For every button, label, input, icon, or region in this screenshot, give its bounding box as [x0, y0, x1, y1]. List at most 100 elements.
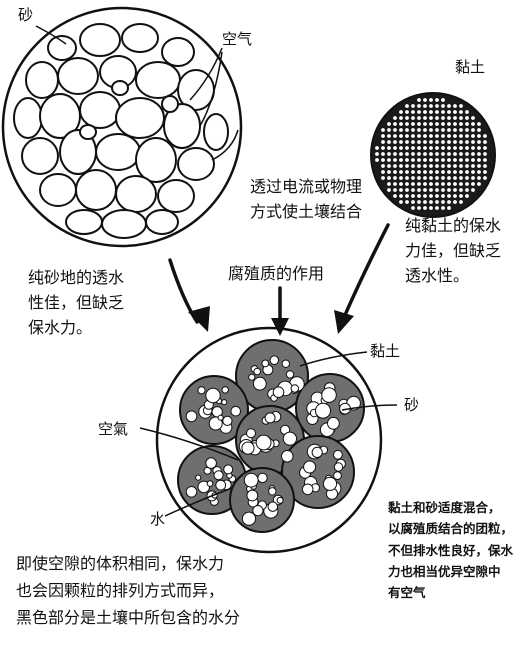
clay-particle [441, 170, 445, 174]
clay-particle [417, 158, 421, 162]
clay-particle [453, 104, 457, 108]
clay-particle [441, 206, 445, 210]
clay-particle [411, 170, 415, 174]
clay-particle [453, 134, 457, 138]
sand-soil-circle [1, 6, 243, 248]
aggregate-pore [205, 387, 221, 404]
text-line: 不但排水性良好，保水 [388, 542, 514, 558]
clay-particle [399, 194, 403, 198]
sand-grain [25, 61, 59, 99]
clay-particle [393, 152, 397, 156]
clay-particle [387, 188, 391, 192]
aggregate-pore [301, 483, 314, 496]
pointer-clay-bottom [299, 351, 368, 367]
clay-particle [399, 152, 403, 156]
clay-particle [423, 158, 427, 162]
clay-particle [429, 182, 433, 186]
clay-particle [429, 140, 433, 144]
clay-particle [387, 176, 391, 180]
clay-particle [423, 122, 427, 126]
clay-particle [435, 182, 439, 186]
clay-particle [423, 110, 427, 114]
clay-particle [441, 122, 445, 126]
clay-particle [399, 164, 403, 168]
clay-particle [423, 104, 427, 108]
clay-particle [411, 206, 415, 210]
clay-particle [399, 176, 403, 180]
clay-particle [465, 176, 469, 180]
clay-particle [435, 140, 439, 144]
clay-particle [399, 128, 403, 132]
clay-particle [423, 128, 427, 132]
clay-particle [459, 152, 463, 156]
clay-particle [429, 200, 433, 204]
clay-particle [441, 110, 445, 114]
clay-particle [453, 116, 457, 120]
text-line: 以腐殖质结合的团粒， [388, 521, 514, 537]
aggregate-pore [197, 480, 211, 494]
sand-grain [79, 124, 97, 140]
clay-particle [405, 188, 409, 192]
aggregate-pore [282, 431, 297, 446]
clay-particle [405, 110, 409, 114]
clay-particle [393, 182, 397, 186]
aggregate-pore [285, 370, 295, 379]
clay-particle [447, 200, 451, 204]
clay-particle [447, 158, 451, 162]
clay-particle [429, 158, 433, 162]
clay-particle [453, 182, 457, 186]
clay-particle [441, 128, 445, 132]
clay-particle [423, 170, 427, 174]
clay-particle [405, 200, 409, 204]
clay-particle [393, 146, 397, 150]
clay-particle [405, 116, 409, 120]
arrow-from-clay [340, 223, 390, 324]
clay-particle [435, 194, 439, 198]
clay-particle [453, 200, 457, 204]
clay-particle [417, 182, 421, 186]
clay-particle [417, 164, 421, 168]
clay-particle [381, 176, 385, 180]
clay-particle [429, 170, 433, 174]
clay-particle [405, 122, 409, 126]
clay-particle [405, 146, 409, 150]
clay-particle [441, 176, 445, 180]
clay-particle [417, 110, 421, 114]
clay-particle [417, 146, 421, 150]
clay-particle [405, 170, 409, 174]
clay-particle [411, 152, 415, 156]
clay-particle [417, 122, 421, 126]
label-clay-bottom: 黏土 [370, 342, 401, 360]
text-bottom-description: 即使空隙的体积相同，保水力 也会因颗粒的排列方式而异， 黑色部分是土壤中所包含的… [16, 550, 240, 632]
clay-particle [483, 146, 487, 150]
clay-particle [399, 170, 403, 174]
clay-particle [387, 146, 391, 150]
clay-particle [429, 194, 433, 198]
clay-particle [417, 194, 421, 198]
aggregate-soil-circle [155, 326, 383, 554]
label-humus-action: 腐殖质的作用 [228, 264, 325, 283]
clay-particle [465, 158, 469, 162]
aggregate-pore [185, 486, 198, 498]
sand-grain [161, 95, 179, 113]
arrowhead-sand [188, 306, 210, 332]
clay-particle [393, 170, 397, 174]
clay-particle [447, 206, 451, 210]
aggregate-pore [269, 355, 280, 366]
clay-particle [465, 170, 469, 174]
clay-particle [381, 146, 385, 150]
clay-particle [435, 158, 439, 162]
clay-particle [399, 110, 403, 114]
aggregate-pore [333, 449, 343, 460]
clay-particle [465, 134, 469, 138]
clay-particle [447, 134, 451, 138]
clay-particle [399, 146, 403, 150]
clay-particle [459, 188, 463, 192]
aggregate-pore [221, 399, 228, 406]
clay-particle [393, 140, 397, 144]
clay-particle [471, 128, 475, 132]
clay-particle [435, 188, 439, 192]
clay-particle [387, 164, 391, 168]
sand-grain [135, 137, 177, 183]
clay-particle [465, 146, 469, 150]
